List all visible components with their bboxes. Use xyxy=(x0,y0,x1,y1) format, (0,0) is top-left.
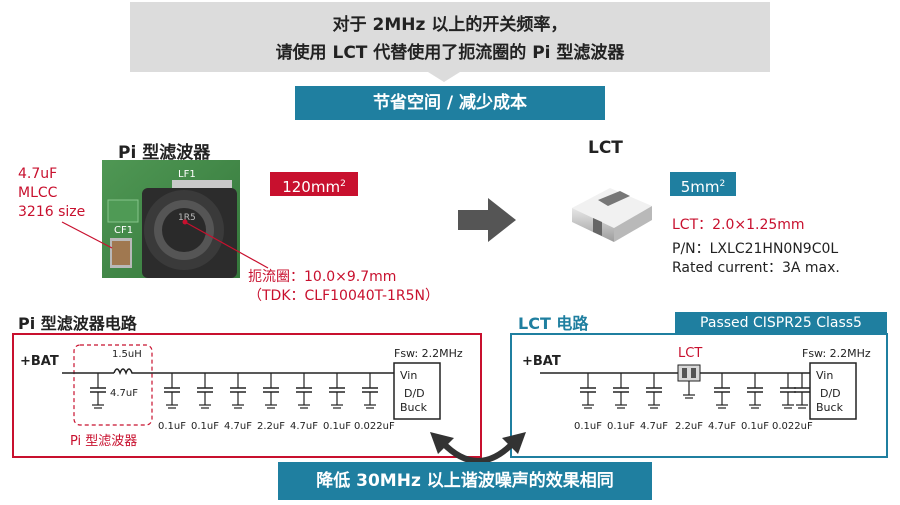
lct-area-value: 5mm xyxy=(680,178,720,196)
capacitor-6 xyxy=(329,373,345,409)
capacitor-5 xyxy=(747,373,763,409)
pi-filter-label: Pi 型滤波器 xyxy=(70,434,137,449)
inductor-value: 1.5uH xyxy=(112,349,142,360)
vin-label: Vin xyxy=(400,369,417,382)
choke-label: 扼流圈：10.0×9.7mm （TDK：CLF10040T-1R5N） xyxy=(248,268,439,306)
passed-cispr-badge: Passed CISPR25 Class5 xyxy=(675,312,887,334)
lct-circuit-title: LCT 电路 xyxy=(518,314,589,333)
pcb-photo: 1R5 LF1 CF1 xyxy=(102,160,240,278)
capacitor-7 xyxy=(362,373,378,409)
bat-label: +BAT xyxy=(522,354,561,369)
cap-label-2: 0.1uF xyxy=(191,421,219,432)
capacitor-3 xyxy=(230,373,246,409)
cap-label-2: 0.1uF xyxy=(607,421,635,432)
lct-area-sup: 2 xyxy=(719,179,726,189)
capacitor-7 xyxy=(794,373,810,409)
lct-title: LCT xyxy=(588,138,623,158)
cap-label-3: 4.7uF xyxy=(224,421,252,432)
buck-label: Buck xyxy=(816,401,844,414)
callout-pointer xyxy=(428,72,460,82)
choke-part-number: （TDK：CLF10040T-1R5N） xyxy=(248,288,440,304)
filter-cap-value: 4.7uF xyxy=(110,388,138,399)
cap-label-6: 0.1uF xyxy=(741,421,769,432)
cap-label-4: 2.2uF xyxy=(257,421,285,432)
svg-text:1R5: 1R5 xyxy=(178,213,196,223)
cap-label-1: 0.1uF xyxy=(158,421,186,432)
lct-part-number: P/N：LXLC21HN0N9C0L xyxy=(672,241,839,257)
double-arrow-icon xyxy=(430,432,526,464)
filter-capacitor xyxy=(90,373,106,409)
noise-reduction-banner: 降低 30MHz 以上谐波噪声的效果相同 xyxy=(278,462,652,500)
pi-area-value: 120mm xyxy=(282,178,341,196)
dd-label: D/D xyxy=(820,387,841,400)
pi-circuit-title: Pi 型滤波器电路 xyxy=(18,314,137,333)
pcb-label-lf1: LF1 xyxy=(178,169,196,180)
capacitor-4 xyxy=(263,373,279,409)
lct-circuit-diagram: +BAT LCT Fsw: 2.2MHz Vin D/D Buck 0.1uF … xyxy=(510,333,888,458)
fsw-label: Fsw: 2.2MHz xyxy=(394,347,463,360)
choke-size: 扼流圈：10.0×9.7mm xyxy=(248,269,397,285)
lct-component-photo xyxy=(572,188,652,242)
bat-label: +BAT xyxy=(20,354,59,369)
cap-label-1: 0.1uF xyxy=(574,421,602,432)
cap-label-4: 2.2uF xyxy=(675,421,703,432)
dd-buck-box xyxy=(393,362,441,420)
mlcc-size: 3216 size xyxy=(18,204,86,220)
cap-label-3: 4.7uF xyxy=(640,421,668,432)
pcb-label-cf1: CF1 xyxy=(114,225,133,236)
mlcc-type: MLCC xyxy=(18,185,58,201)
mlcc-value: 4.7uF xyxy=(18,166,58,182)
mlcc-label: 4.7uF MLCC 3216 size xyxy=(18,165,85,222)
capacitor-4 xyxy=(714,373,730,409)
pi-area-badge: 120mm2 xyxy=(270,172,358,196)
top-callout: 对于 2MHz 以上的开关频率， 请使用 LCT 代替使用了扼流圈的 Pi 型滤… xyxy=(130,2,770,72)
fsw-label: Fsw: 2.2MHz xyxy=(802,347,871,360)
capacitor-2 xyxy=(197,373,213,409)
capacitor-3 xyxy=(646,373,662,409)
lct-rated-current: Rated current：3A max. xyxy=(672,260,840,276)
cap-label-7: 0.022uF xyxy=(772,421,813,432)
space-saving-banner: 节省空间 / 减少成本 xyxy=(295,86,605,120)
buck-label: Buck xyxy=(400,401,428,414)
lct-size-spec: LCT：2.0×1.25mm xyxy=(672,217,805,233)
vin-label: Vin xyxy=(816,369,833,382)
capacitor-1 xyxy=(164,373,180,409)
right-arrow-icon xyxy=(458,198,516,242)
callout-line-1: 对于 2MHz 以上的开关频率， xyxy=(332,15,568,35)
capacitor-5 xyxy=(296,373,312,409)
pi-area-sup: 2 xyxy=(340,179,346,189)
dd-buck-box xyxy=(809,362,857,420)
callout-line-2: 请使用 LCT 代替使用了扼流圈的 Pi 型滤波器 xyxy=(275,43,625,63)
cap-label-5: 4.7uF xyxy=(290,421,318,432)
capacitor-6 xyxy=(780,373,796,409)
dd-label: D/D xyxy=(404,387,425,400)
pi-circuit-diagram: +BAT 1.5uH 4.7uF Fsw: 2.2MHz Vin D/D Buc… xyxy=(12,333,482,458)
capacitor-2 xyxy=(613,373,629,409)
lct-symbol xyxy=(677,364,701,399)
cap-label-5: 4.7uF xyxy=(708,421,736,432)
pi-filter-title: Pi 型滤波器 xyxy=(118,143,211,163)
cap-label-6: 0.1uF xyxy=(323,421,351,432)
lct-label: LCT xyxy=(678,346,702,361)
cap-label-7: 0.022uF xyxy=(354,421,395,432)
lct-area-badge: 5mm2 xyxy=(670,172,736,196)
capacitor-1 xyxy=(580,373,596,409)
